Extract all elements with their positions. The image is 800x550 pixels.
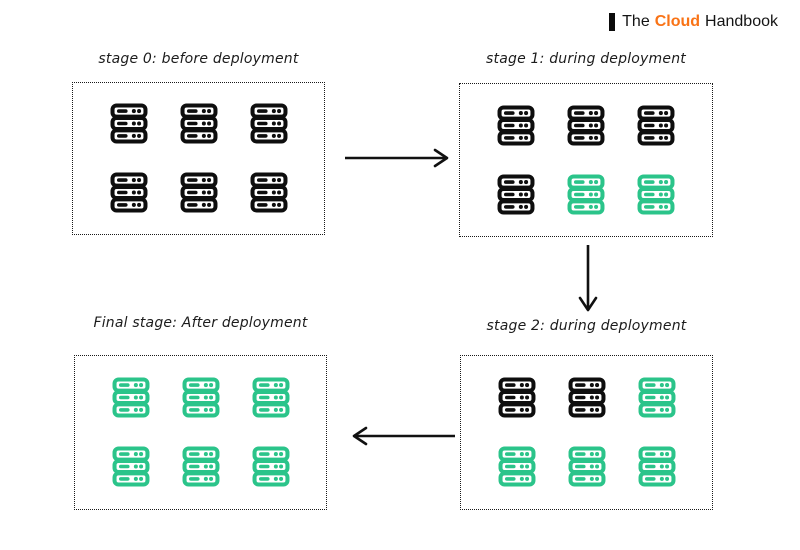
server-rack-icon (566, 377, 608, 419)
stage-0-box (72, 82, 325, 235)
server-rack-icon (248, 172, 290, 214)
server-rack-icon (178, 103, 220, 145)
brand-suffix: Handbook (705, 13, 778, 30)
server-rack-icon (495, 105, 537, 147)
server-rack-icon (635, 105, 677, 147)
arrow-down-icon (578, 245, 598, 312)
server-rack-icon (496, 377, 538, 419)
server-rack-icon (496, 446, 538, 488)
final-stage-box (74, 355, 327, 510)
server-rack-icon (108, 103, 150, 145)
arrow-right-icon (345, 148, 449, 168)
brand: The Cloud Handbook (609, 13, 778, 31)
brand-bar-icon (609, 13, 616, 31)
final-stage-title: Final stage: After deployment (93, 315, 308, 331)
server-rack-icon (565, 105, 607, 147)
server-rack-icon (180, 377, 222, 419)
server-rack-icon (110, 446, 152, 488)
stage-2-box (460, 355, 713, 510)
stage-1-server-grid (495, 105, 677, 216)
stage-2-title: stage 2: during deployment (486, 318, 687, 334)
server-rack-icon (180, 446, 222, 488)
server-rack-icon (178, 172, 220, 214)
stage-2-server-grid (496, 377, 678, 488)
final-stage-server-grid (110, 377, 292, 488)
brand-prefix: The (622, 13, 650, 30)
server-rack-icon (110, 377, 152, 419)
server-rack-icon (495, 174, 537, 216)
brand-highlight: Cloud (654, 13, 701, 30)
stage-1-box (459, 83, 713, 237)
server-rack-icon (636, 446, 678, 488)
server-rack-icon (635, 174, 677, 216)
server-rack-icon (108, 172, 150, 214)
server-rack-icon (248, 103, 290, 145)
server-rack-icon (565, 174, 607, 216)
server-rack-icon (250, 377, 292, 419)
arrow-left-icon (352, 426, 455, 446)
stage-1-title: stage 1: during deployment (486, 51, 686, 67)
server-rack-icon (636, 377, 678, 419)
server-rack-icon (566, 446, 608, 488)
stage-0-title: stage 0: before deployment (98, 51, 299, 67)
server-rack-icon (250, 446, 292, 488)
stage-0-server-grid (108, 103, 290, 214)
brand-text: The Cloud Handbook (622, 13, 778, 31)
